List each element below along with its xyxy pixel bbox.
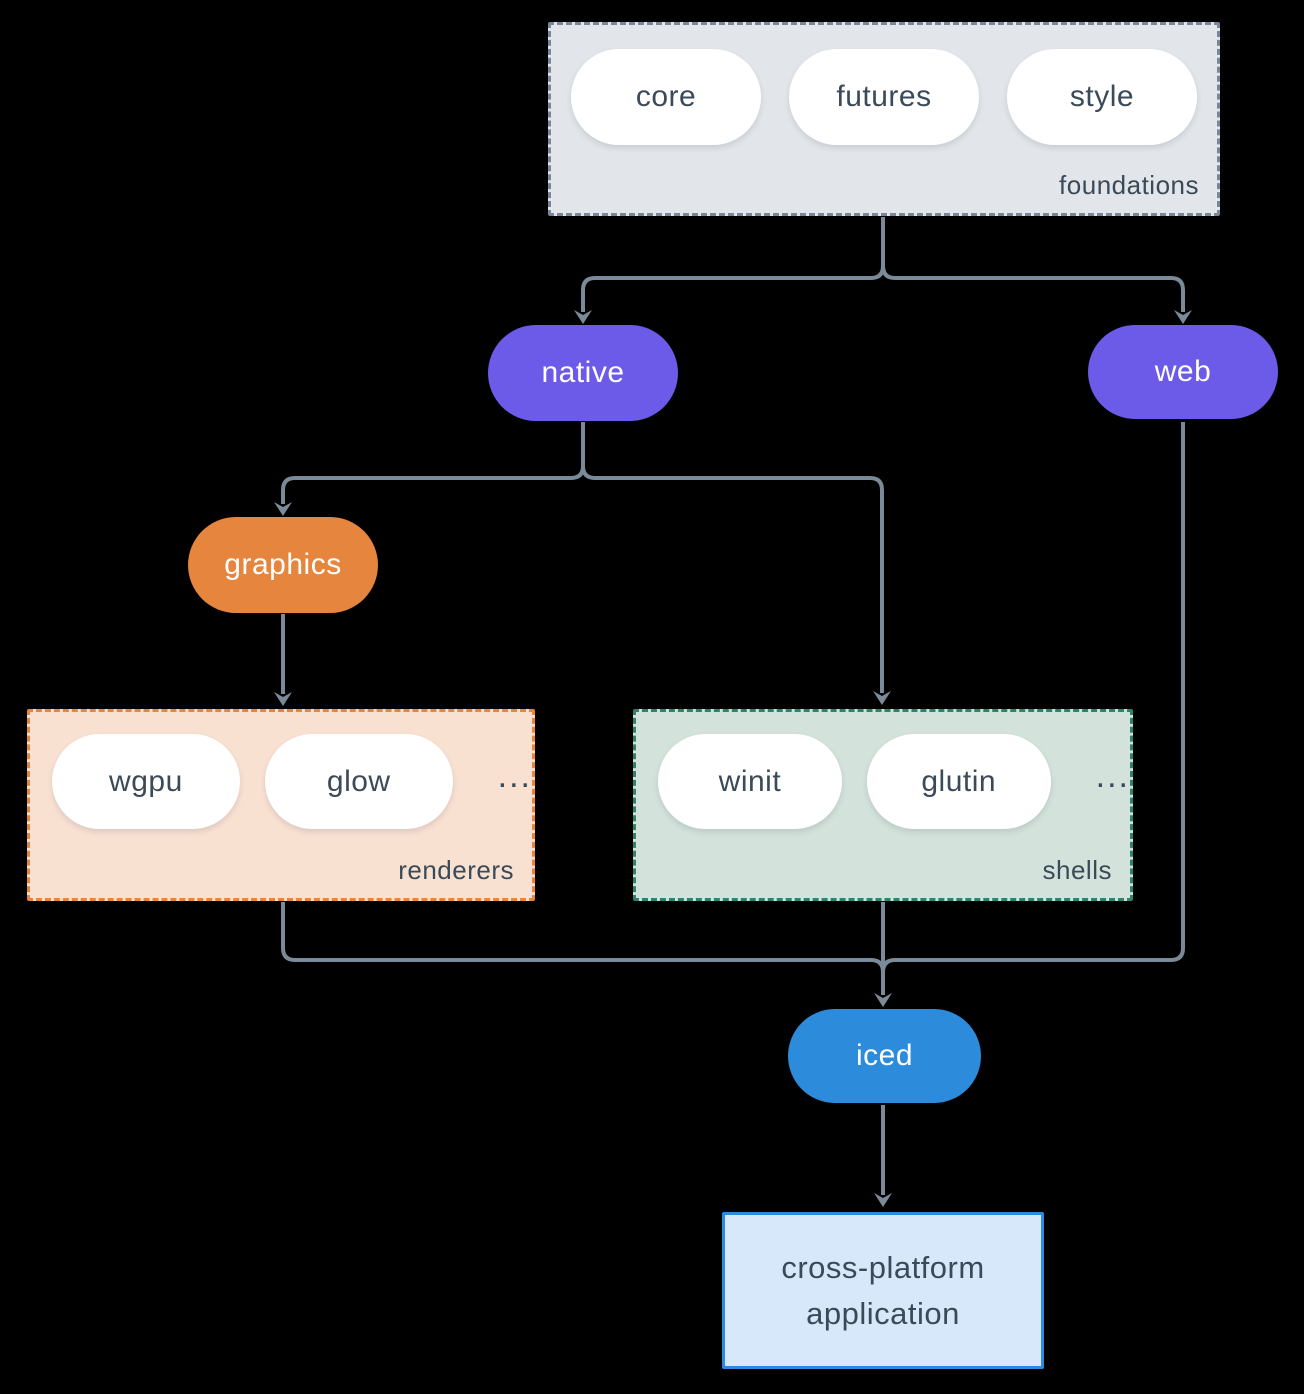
shells-label: shells: [1042, 855, 1112, 885]
node-winit: winit: [658, 734, 842, 829]
node-wgpu: wgpu: [52, 734, 240, 829]
node-glow: glow: [264, 734, 453, 829]
renderers-label: renderers: [398, 855, 514, 885]
edge-native-graphics: [281, 422, 585, 504]
renderers-ellipsis: ...: [497, 757, 532, 795]
edge-foundations-web: [881, 217, 1185, 312]
node-graphics: graphics: [188, 517, 378, 613]
shells-ellipsis: ...: [1095, 757, 1130, 795]
foundations-group-box: core futures style foundations: [548, 22, 1220, 216]
arrowhead-graphics: [274, 502, 292, 516]
node-web: web: [1088, 325, 1278, 419]
node-iced: iced: [788, 1009, 981, 1103]
foundations-pill-row: core futures style: [551, 49, 1217, 145]
shells-pill-row: winit glutin ...: [658, 734, 1130, 829]
renderers-pill-row: wgpu glow ...: [52, 734, 532, 829]
node-glutin: glutin: [866, 734, 1051, 829]
node-cross-platform-application: cross-platform application: [722, 1212, 1044, 1369]
edge-renderers-iced: [281, 902, 885, 973]
node-style: style: [1007, 49, 1197, 145]
arrowhead-iced: [874, 993, 892, 1007]
arrowhead-shells: [873, 691, 891, 705]
arrowhead-native: [574, 310, 592, 324]
node-core: core: [571, 49, 761, 145]
node-native: native: [488, 325, 678, 421]
edge-native-shells: [581, 422, 884, 693]
foundations-label: foundations: [1059, 170, 1199, 200]
shells-group-box: winit glutin ... shells: [633, 709, 1133, 901]
application-line-2: application: [806, 1295, 960, 1331]
arrowhead-renderers: [274, 692, 292, 706]
edge-foundations-native: [581, 217, 885, 312]
arrowhead-application: [874, 1193, 892, 1207]
application-line-1: cross-platform: [781, 1249, 985, 1285]
node-futures: futures: [789, 49, 979, 145]
renderers-group-box: wgpu glow ... renderers: [27, 709, 535, 901]
arrowhead-web: [1174, 310, 1192, 324]
